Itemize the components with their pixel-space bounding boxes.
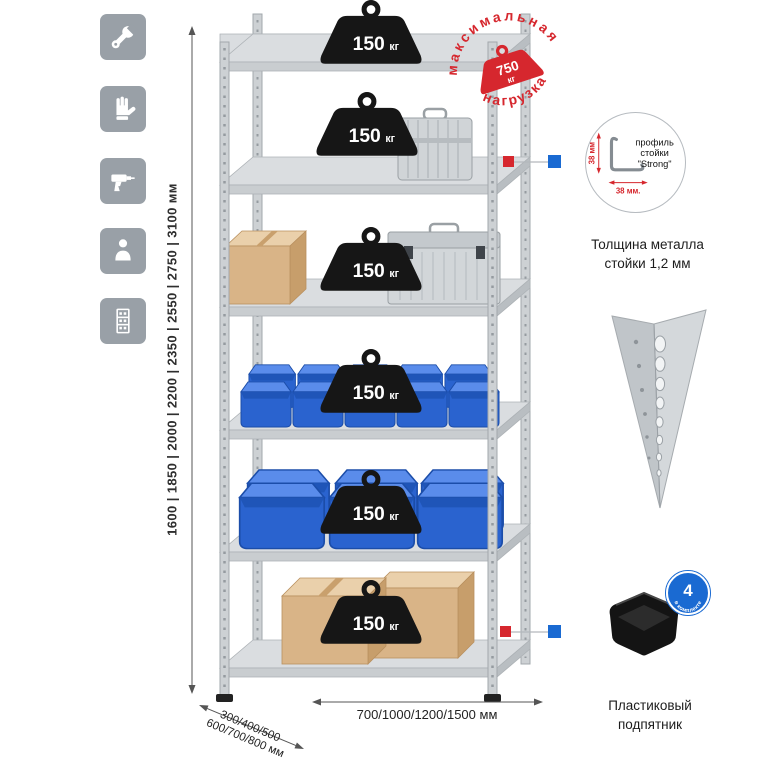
profile-caption-line2: стойки 1,2 мм xyxy=(604,255,691,271)
shelf-weight-6: 150 кг xyxy=(320,580,422,644)
svg-text:"Strong": "Strong" xyxy=(638,159,672,169)
svg-text:38 мм: 38 мм xyxy=(587,142,596,165)
shelf-weight-3: 150 кг xyxy=(320,227,422,291)
svg-text:750: 750 xyxy=(495,58,521,79)
foot-caption-line1: Пластиковый xyxy=(608,698,692,713)
cardboard-box xyxy=(224,230,308,305)
profile-caption-line1: Толщина металла xyxy=(591,237,704,252)
shelf-weight-1: 150 кг xyxy=(320,0,422,64)
svg-text:кг: кг xyxy=(389,41,399,53)
plastic-foot xyxy=(609,591,679,656)
svg-text:кг: кг xyxy=(389,268,399,280)
svg-text:4: 4 xyxy=(683,581,693,600)
profile-callout-circle: 38 мм 38 мм. профиль стойки "Strong" xyxy=(585,112,686,213)
shelf-weight-5: 150 кг xyxy=(320,470,422,534)
plastic-foot-image: 4 в комплекте xyxy=(592,565,722,685)
svg-text:38 мм.: 38 мм. xyxy=(616,186,641,195)
profile-horizontal-dim: 38 мм. xyxy=(608,180,648,195)
svg-text:150: 150 xyxy=(353,261,385,282)
width-dimension: 700/1000/1200/1500 мм xyxy=(312,698,543,722)
svg-text:150: 150 xyxy=(353,614,385,635)
shelf-weight-4: 150 кг xyxy=(320,349,422,413)
shelving-icon xyxy=(100,298,146,344)
rack-front-posts xyxy=(216,41,501,702)
svg-text:кг: кг xyxy=(389,511,399,523)
post-side-holes xyxy=(633,339,651,460)
profile-label: профиль стойки "Strong" xyxy=(635,137,674,169)
shelf xyxy=(218,156,532,195)
profile-caption: Толщина металла стойки 1,2 мм xyxy=(570,236,725,274)
svg-text:150: 150 xyxy=(353,34,385,55)
blue-marker-square xyxy=(548,625,561,638)
shelf-weight-2: 150 кг xyxy=(316,92,418,156)
svg-text:кг: кг xyxy=(389,390,399,402)
stamp-weight-icon xyxy=(472,44,545,95)
wrench-icon xyxy=(100,14,146,60)
person-icon xyxy=(100,228,146,274)
connector-top xyxy=(503,155,561,168)
connector-bottom xyxy=(500,625,561,638)
svg-text:стойки: стойки xyxy=(640,148,668,158)
svg-text:150: 150 xyxy=(353,383,385,404)
svg-text:кг: кг xyxy=(385,133,395,145)
drill-icon xyxy=(100,158,146,204)
max-load-stamp: максимальная нагрузка 750 кг xyxy=(429,0,565,117)
svg-text:700/1000/1200/1500 мм: 700/1000/1200/1500 мм xyxy=(357,707,498,722)
profile-vertical-dim: 38 мм xyxy=(587,132,601,174)
foot-caption: Пластиковый подпятник xyxy=(575,697,725,735)
svg-text:150: 150 xyxy=(349,126,381,147)
badge-4-in-set: 4 в комплекте xyxy=(665,570,711,616)
height-dimension-line xyxy=(188,26,196,694)
svg-text:кг: кг xyxy=(389,621,399,633)
foot-caption-line2: подпятник xyxy=(617,716,683,732)
post-perforations xyxy=(654,335,666,477)
blue-marker-square xyxy=(548,155,561,168)
strong-profile-drawing xyxy=(609,136,645,172)
svg-text:профиль: профиль xyxy=(635,137,674,147)
svg-text:кг: кг xyxy=(506,73,517,85)
red-marker-square xyxy=(500,626,511,637)
corner-post-image xyxy=(592,300,722,530)
depth-dimension: 300/400/500 600/700/800 мм xyxy=(199,705,304,760)
svg-text:150: 150 xyxy=(353,504,385,525)
gloves-icon xyxy=(100,86,146,132)
red-marker-square xyxy=(503,156,514,167)
